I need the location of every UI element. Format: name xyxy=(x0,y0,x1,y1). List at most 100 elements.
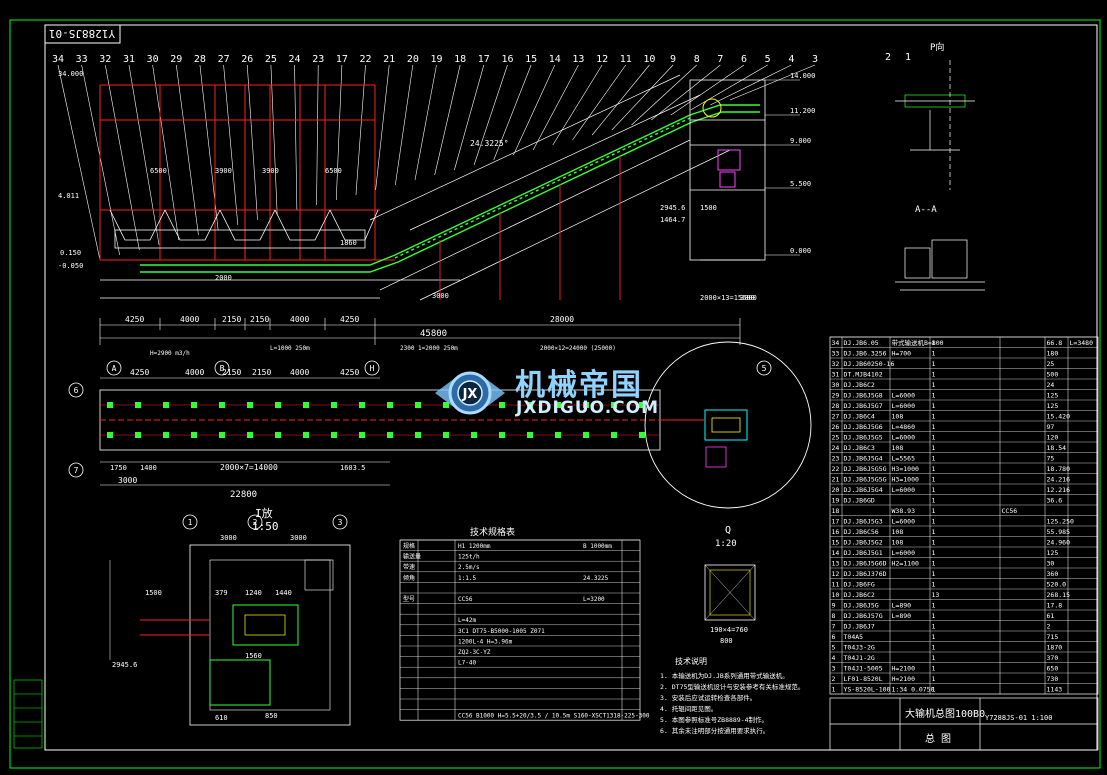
parts-table-cell: 24.216 xyxy=(1047,476,1071,484)
axis-label: 2 xyxy=(253,518,258,527)
parts-table-cell: 1 xyxy=(932,350,936,358)
part-number-label: 29 xyxy=(170,54,182,65)
parts-table-cell: 17.8 xyxy=(1047,602,1063,610)
part-number-label: 23 xyxy=(312,54,324,65)
parts-table-cell: T04A5 xyxy=(844,633,864,641)
plan-pier xyxy=(583,402,589,408)
axis-label: 3 xyxy=(338,518,343,527)
plan-pier xyxy=(387,402,393,408)
parts-table-cell: 715 xyxy=(1047,633,1059,641)
leader-line xyxy=(651,64,721,121)
plan-pier xyxy=(527,432,533,438)
parts-table-cell: DJ.JB6C2 xyxy=(844,381,875,389)
part-number-label: 32 xyxy=(99,54,111,65)
part-number-label: 7 xyxy=(717,54,723,65)
parts-table-cell: L=6000 xyxy=(892,402,916,410)
leader-line xyxy=(270,64,278,216)
dim-6500-a: 6500 xyxy=(150,167,167,175)
leader-line xyxy=(710,64,792,106)
plan-dim-4250: 4250 xyxy=(130,368,149,377)
plan-pier xyxy=(247,432,253,438)
parts-table-cell: 6 xyxy=(832,633,836,641)
parts-table-cell: DJ.JB6J5G1 xyxy=(844,549,883,557)
tech-table-cell: CC56 B1000 H=5.5+20/3.5 / 10.5m S160-XSC… xyxy=(458,713,650,720)
watermark-title: 机械帝国 xyxy=(515,368,643,403)
stamp-code-box: Y1288JS-01 xyxy=(44,24,121,44)
detail-dim-1560: 1560 xyxy=(245,652,262,660)
axis-bubble xyxy=(106,360,122,376)
plan-pier xyxy=(555,432,561,438)
parts-table-cell: 20 xyxy=(832,486,840,494)
plan-dim-1603: 1603.5 xyxy=(340,464,365,472)
parts-table-cell: 27 xyxy=(832,413,840,421)
leader-line xyxy=(513,64,556,156)
tech-table-cell: CC56 xyxy=(458,596,473,603)
q-dim-760: 190×4=760 xyxy=(710,626,748,634)
drawing-inner-frame xyxy=(44,24,1098,751)
detail-dim-850: 850 xyxy=(265,712,278,720)
tech-table-cell: 输送量 xyxy=(403,553,421,561)
parts-table-cell: 14 xyxy=(832,549,840,557)
part-number-label: 5 xyxy=(765,54,771,65)
parts-table-cell: 24 xyxy=(832,444,840,452)
parts-table-cell: 15 xyxy=(832,539,840,547)
detail-dim-2945: 2945.6 xyxy=(112,661,137,669)
parts-table-cell: DJ.JB6J5G2 xyxy=(844,539,883,547)
dim-b-2150-b: 2150 xyxy=(250,315,269,324)
parts-table-cell: T04J1-2G xyxy=(844,654,875,662)
parts-table-cell: 1 xyxy=(932,402,936,410)
parts-table-cell: LF01-8520L xyxy=(844,675,883,683)
parts-table-cell: 12 xyxy=(832,570,840,578)
tech-table-cell: L=42m xyxy=(458,617,476,624)
parts-table-cell: L=3480 xyxy=(1070,339,1094,347)
plan-pier xyxy=(303,402,309,408)
parts-table-cell: 1 xyxy=(932,665,936,673)
detail-dim-379: 379 xyxy=(215,589,228,597)
parts-table-cell: 24.960 xyxy=(1047,539,1071,547)
parts-table-cell: 1 xyxy=(932,507,936,515)
leader-line xyxy=(473,64,508,166)
axis-label: 6 xyxy=(74,386,79,395)
dim-b-28000: 28000 xyxy=(550,315,574,324)
section-p-title: P向 xyxy=(930,41,944,53)
dim-b-2150-a: 2150 xyxy=(222,315,241,324)
axis-bubble xyxy=(332,514,348,530)
plan-pier xyxy=(191,402,197,408)
parts-table-cell: 21 xyxy=(832,476,840,484)
plan-pier xyxy=(527,402,533,408)
section-q-title: Q xyxy=(725,525,731,536)
note-line: 5. 本图参照标准号ZB8889-4制作。 xyxy=(660,715,768,724)
title-block xyxy=(829,697,1099,751)
watermark: JX 机械帝国 JXDIGUO.COM xyxy=(430,358,700,428)
parts-table-cell: 1 xyxy=(932,549,936,557)
parts-table-cell: DJ.JB60250-16 xyxy=(844,360,895,368)
plan-pier xyxy=(415,402,421,408)
parts-table-cell: 1 xyxy=(932,371,936,379)
parts-table-cell: 520.0 xyxy=(1047,581,1067,589)
dim-b-2945: 1464.7 xyxy=(660,216,685,224)
parts-table-cell: 4 xyxy=(832,654,836,662)
parts-table-cell: DJ.JB6C3 xyxy=(844,444,875,452)
incline-truss xyxy=(369,74,731,301)
axis-bubble xyxy=(182,514,198,530)
parts-table-cell: YS-8520L-100 xyxy=(844,686,891,694)
plan-pier xyxy=(359,432,365,438)
parts-table-cell: 30 xyxy=(1047,560,1055,568)
plan-pier xyxy=(219,402,225,408)
plan-dim-4250-b: 4250 xyxy=(340,368,359,377)
parts-table-cell: 61 xyxy=(1047,612,1055,620)
axis-bubble xyxy=(247,514,263,530)
parts-table-cell: L=6000 xyxy=(892,486,916,494)
part-number-label: 17 xyxy=(336,54,348,65)
parts-table-cell: DJ.JB6J5G xyxy=(844,602,879,610)
parts-table-cell: H=700 xyxy=(892,350,912,358)
tech-table-cell: L7-40 xyxy=(458,660,476,667)
parts-table-cell: 1 xyxy=(932,686,936,694)
leader-line xyxy=(375,64,390,191)
plan-pier xyxy=(303,432,309,438)
axis-label: A xyxy=(112,364,117,373)
plan-pier xyxy=(611,402,617,408)
